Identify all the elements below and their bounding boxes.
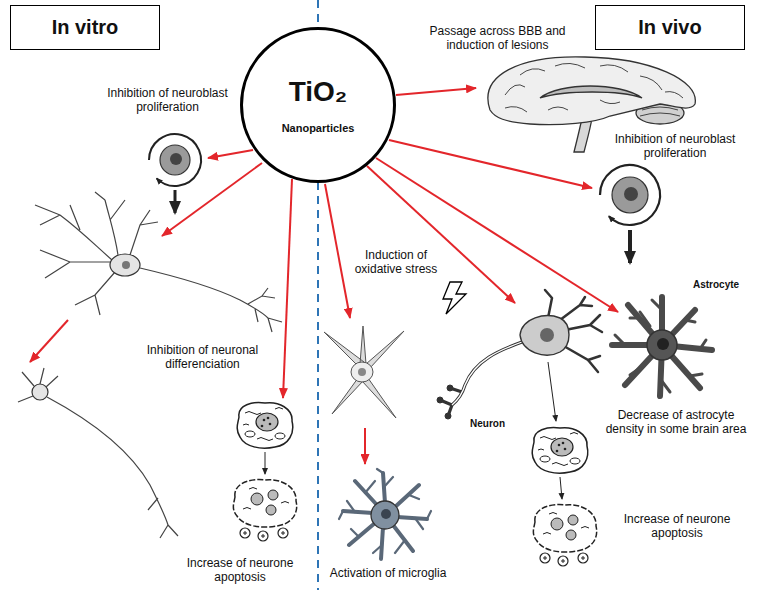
effect-arrow bbox=[208, 150, 253, 158]
neuroblast-cell bbox=[600, 165, 660, 263]
neuroblast-cell bbox=[600, 165, 660, 225]
effect-label: Inhibition of neuroblast proliferation bbox=[100, 86, 235, 115]
apoptosis-drawing bbox=[265, 452, 266, 474]
apoptosis-drawing bbox=[560, 477, 562, 499]
neuron-drawing bbox=[35, 192, 282, 332]
effect-arrow bbox=[30, 320, 68, 362]
effect-label: Increase of neurone apoptosis bbox=[165, 556, 315, 585]
neuron-drawing bbox=[32, 384, 48, 400]
effect-label: Decrease of astrocyte density in some br… bbox=[600, 408, 752, 437]
microglia-drawing bbox=[371, 501, 399, 529]
effect-arrow bbox=[364, 428, 366, 464]
effect-label: Inhibition of neuroblast proliferation bbox=[600, 132, 750, 161]
microglia-drawing bbox=[324, 326, 404, 418]
neuroblast-cell bbox=[149, 134, 201, 186]
effect-label: Inhibition of neuronal differenciation bbox=[140, 343, 265, 372]
microglia-drawing bbox=[351, 362, 373, 382]
brain-drawing bbox=[488, 57, 695, 125]
effect-label: Induction of oxidative stress bbox=[348, 248, 444, 277]
microglia-drawing bbox=[324, 326, 404, 418]
nanoparticle-circle: TiO₂ Nanoparticles bbox=[240, 27, 396, 183]
astrocyte-drawing bbox=[657, 338, 669, 350]
neuron-drawing bbox=[445, 413, 451, 419]
neuron-drawing bbox=[540, 328, 554, 342]
effect-label: Inhibition of neuroblast proliferation bbox=[100, 86, 235, 115]
circle-outline bbox=[242, 29, 395, 182]
heading-box: In vitro bbox=[10, 5, 160, 50]
neuron-drawing bbox=[110, 254, 140, 276]
effect-label: Increase of neurone apoptosis bbox=[612, 512, 742, 541]
cell-name-label: Neuron bbox=[470, 418, 520, 430]
apoptosis-drawing bbox=[233, 403, 296, 541]
neuron-drawing bbox=[35, 192, 158, 315]
neuroblast-cell bbox=[624, 187, 638, 201]
brain-drawing bbox=[640, 107, 680, 116]
subtitle-text: Nanoparticles bbox=[282, 122, 355, 135]
neuron-drawing bbox=[18, 368, 58, 402]
heading-text: In vitro bbox=[52, 16, 119, 39]
formula-text: TiO₂ bbox=[289, 76, 348, 108]
effect-label: Increase of neurone apoptosis bbox=[612, 512, 742, 541]
brain-drawing bbox=[505, 63, 683, 112]
microglia-drawing bbox=[339, 469, 431, 559]
effect-label: Inhibition of neuroblast proliferation bbox=[600, 132, 750, 161]
neuron-drawing bbox=[122, 261, 130, 269]
effect-arrow bbox=[376, 158, 618, 312]
neuron-drawing bbox=[520, 316, 569, 355]
astrocyte-drawing bbox=[612, 297, 712, 396]
microglia-drawing bbox=[358, 368, 366, 376]
neuron-drawing bbox=[18, 368, 178, 538]
effect-arrow bbox=[325, 184, 350, 318]
brain-drawing bbox=[540, 86, 642, 98]
lightning-symbol bbox=[443, 282, 466, 314]
apoptosis-drawing bbox=[532, 428, 588, 474]
effect-label: Passage across BBB and induction of lesi… bbox=[410, 24, 585, 53]
effect-arrow bbox=[389, 140, 592, 188]
neuroblast-cell bbox=[170, 153, 182, 165]
effect-label: Inhibition of neuronal differenciation bbox=[140, 343, 265, 372]
apoptosis-drawing bbox=[532, 428, 596, 566]
microglia-drawing bbox=[339, 469, 431, 553]
heading-box: In vivo bbox=[595, 5, 745, 50]
cell-name-label: Neuron bbox=[470, 418, 520, 430]
effect-arrow bbox=[367, 166, 515, 303]
cell-name-label: Astrocyte bbox=[693, 279, 748, 291]
neuron-drawing bbox=[47, 397, 178, 538]
apoptosis-drawing bbox=[533, 505, 596, 566]
astrocyte-drawing bbox=[612, 297, 712, 396]
neuron-drawing bbox=[437, 290, 602, 421]
neuron-drawing bbox=[440, 342, 522, 416]
neuroblast-cell bbox=[149, 134, 201, 213]
microglia-drawing bbox=[381, 509, 391, 519]
effect-label: Activation of microglia bbox=[318, 566, 458, 580]
effect-label: Decrease of astrocyte density in some br… bbox=[600, 408, 752, 437]
effect-label: Passage across BBB and induction of lesi… bbox=[410, 24, 585, 53]
neuroblast-cell bbox=[174, 190, 177, 213]
neuroblast-cell bbox=[160, 145, 190, 175]
effect-label: Induction of oxidative stress bbox=[348, 248, 444, 277]
neuroblast-cell bbox=[628, 230, 632, 263]
neuron-drawing bbox=[437, 397, 443, 403]
astrocyte-drawing bbox=[615, 300, 706, 392]
astrocyte-drawing bbox=[647, 330, 677, 360]
effect-label: Activation of microglia bbox=[318, 566, 458, 580]
effect-arrow bbox=[283, 179, 292, 398]
effect-arrow bbox=[396, 88, 476, 95]
neuron-drawing bbox=[452, 342, 522, 405]
effect-arrow bbox=[162, 163, 262, 236]
neuron-drawing bbox=[447, 385, 453, 391]
neuron-drawing bbox=[140, 268, 282, 332]
neuron-drawing bbox=[548, 362, 556, 421]
apoptosis-drawing bbox=[237, 403, 293, 449]
effect-label: Increase of neurone apoptosis bbox=[165, 556, 315, 585]
apoptosis-drawing bbox=[233, 480, 296, 541]
neuroblast-cell bbox=[612, 177, 648, 213]
cell-name-label: Astrocyte bbox=[693, 279, 748, 291]
heading-text: In vivo bbox=[638, 16, 701, 39]
